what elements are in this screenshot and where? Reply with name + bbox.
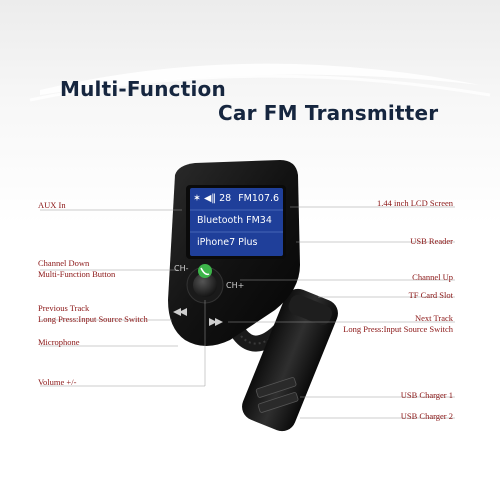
label-next-track: Next Track xyxy=(414,313,453,323)
title-line-2: Car FM Transmitter xyxy=(218,101,439,125)
label-next-long-press: Long Press:Input Source Switch xyxy=(343,324,453,334)
lcd-row-2: Bluetooth FM34 xyxy=(197,215,272,226)
label-channel-up: Channel Up xyxy=(412,272,453,282)
label-aux-in: AUX In xyxy=(38,200,66,210)
title-line-1: Multi-Function xyxy=(60,77,226,101)
volume-icon: ◀‖ xyxy=(204,193,217,204)
lcd-row-1-freq: FM107.6 xyxy=(238,193,280,204)
lcd-row-1-number: 28 xyxy=(219,193,232,204)
phone-button xyxy=(198,264,212,278)
multi-function-knob xyxy=(193,273,217,297)
bluetooth-icon: ✶ xyxy=(193,193,201,204)
label-previous-long-press: Long Press:Input Source Switch xyxy=(38,314,148,324)
label-multi-function-button: Multi-Function Button xyxy=(38,269,116,279)
usb-port-2 xyxy=(257,392,299,413)
label-tf-card-slot: TF Card Slot xyxy=(408,290,453,300)
ch-plus-button[interactable]: CH+ xyxy=(226,281,245,290)
lcd-row-3: iPhone7 Plus xyxy=(197,237,258,248)
lcd-row-1: ✶ ◀‖ 28 FM107.6 xyxy=(193,193,279,204)
ch-minus-button[interactable]: CH- xyxy=(174,264,189,273)
label-usb-reader: USB Reader xyxy=(410,236,453,246)
usb-port-1 xyxy=(255,377,297,398)
label-lcd-screen: 1.44 inch LCD Screen xyxy=(376,198,453,208)
label-usb-charger-1: USB Charger 1 xyxy=(400,390,453,400)
label-microphone: Microphone xyxy=(38,337,80,347)
label-previous-track: Previous Track xyxy=(38,303,90,313)
label-channel-down: Channel Down xyxy=(38,258,90,268)
label-usb-charger-2: USB Charger 2 xyxy=(400,411,453,421)
label-volume: Volume +/- xyxy=(38,377,77,387)
lcd-screen xyxy=(190,188,283,256)
